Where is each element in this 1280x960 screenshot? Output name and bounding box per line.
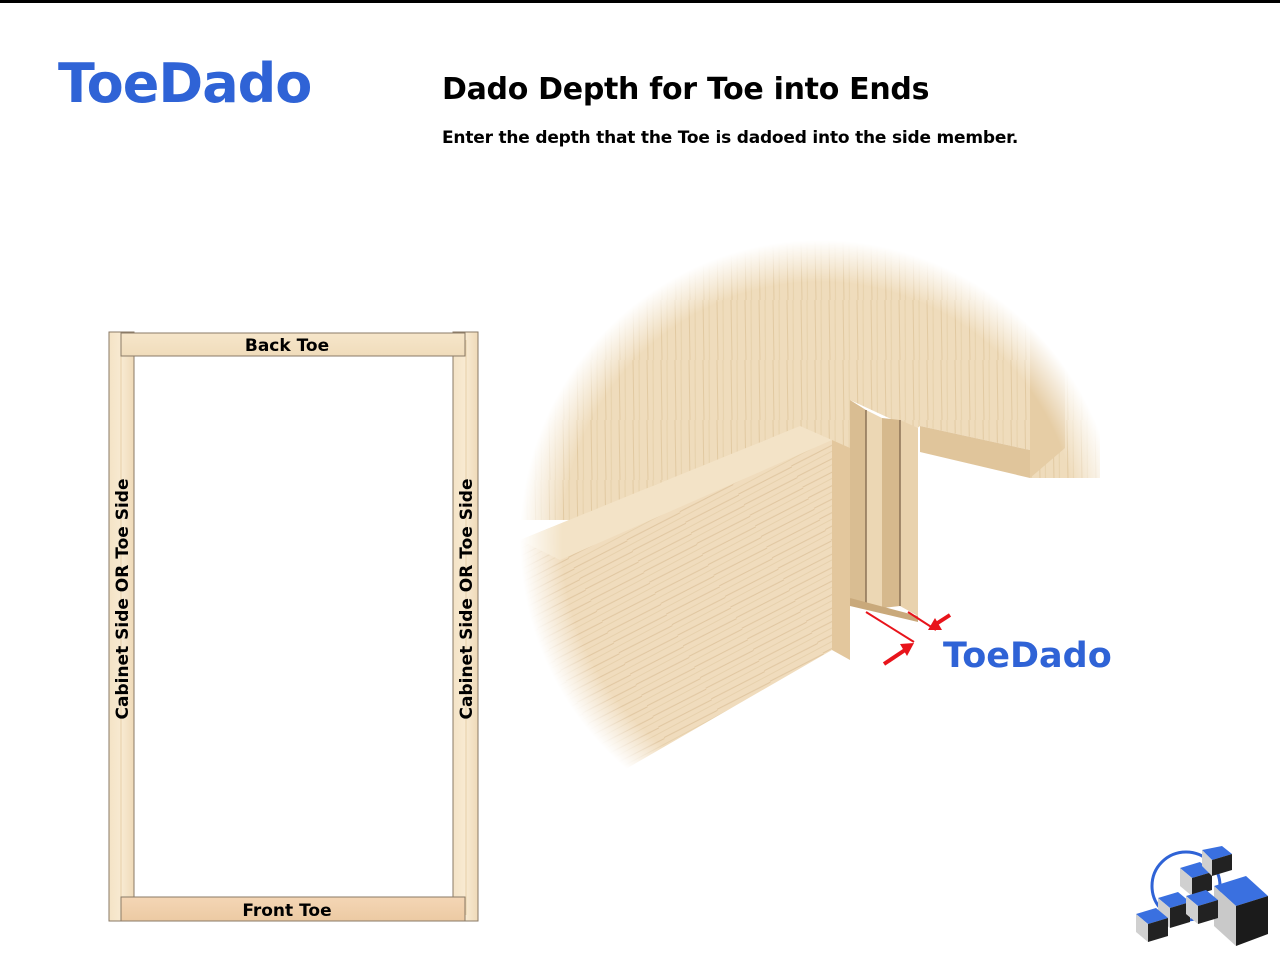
dimension-label: ToeDado [943, 636, 1112, 676]
arrow-right-icon [928, 613, 952, 630]
left-side-label: Cabinet Side OR Toe Side [113, 478, 133, 719]
arrow-left-icon [882, 643, 914, 666]
page-heading: Dado Depth for Toe into Ends [442, 72, 930, 107]
front-toe-board: Front Toe [120, 896, 466, 922]
top-rule [0, 0, 1280, 3]
back-toe-board: Back Toe [120, 332, 466, 357]
detail-wood-scene [520, 200, 1100, 830]
back-toe-label: Back Toe [245, 336, 329, 356]
left-side-member [108, 331, 135, 922]
dado-depth-dimension [865, 611, 952, 666]
blue-cubes-logo-icon [1136, 846, 1268, 946]
front-toe-label: Front Toe [242, 901, 331, 921]
page-subtitle: Enter the depth that the Toe is dadoed i… [442, 128, 1019, 148]
brand-title: ToeDado [58, 52, 312, 115]
right-side-label: Cabinet Side OR Toe Side [457, 478, 477, 719]
